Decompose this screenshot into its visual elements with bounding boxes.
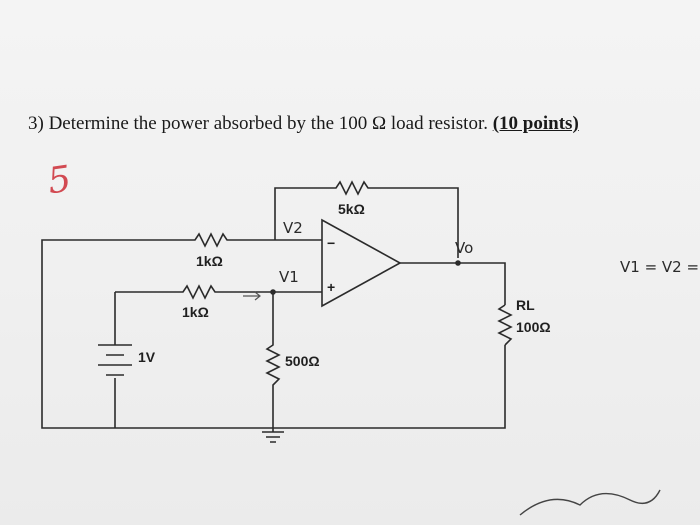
question-points: (10 points) <box>492 113 579 134</box>
handwritten-arrow-icon <box>243 291 261 301</box>
wire-output <box>400 262 506 305</box>
label-5k: 5kΩ <box>338 201 365 217</box>
label-1k-top: 1kΩ <box>196 253 223 269</box>
note-equation: V1 = V2 = <box>620 258 699 276</box>
question-number: 3) <box>28 113 44 134</box>
node-vo-dot <box>455 260 461 266</box>
handwritten-scribble-icon <box>519 489 661 516</box>
label-rl-value: 100Ω <box>516 319 551 335</box>
note-vo: Vo <box>455 239 473 257</box>
question-text: 3) Determine the power absorbed by the 1… <box>28 113 579 135</box>
label-500: 500Ω <box>285 353 320 369</box>
label-source: 1V <box>138 349 156 365</box>
resistor-1k-bottom <box>115 284 322 300</box>
node-v1-dot <box>270 289 276 295</box>
question-prompt: Determine the power absorbed by the 100 … <box>48 113 488 134</box>
label-1k-bottom: 1kΩ <box>182 304 209 320</box>
resistor-1k-top <box>175 232 322 248</box>
label-rl-name: RL <box>516 297 535 313</box>
op-amp-minus: − <box>327 235 335 251</box>
ground-icon <box>262 431 284 443</box>
note-v2: V2 <box>283 219 303 237</box>
resistor-500 <box>265 292 281 432</box>
op-amp-triangle <box>321 218 402 308</box>
op-amp-plus: + <box>327 279 335 295</box>
battery-icon <box>98 344 132 376</box>
wire-outer-loop <box>41 239 506 429</box>
wire-feedback <box>274 180 459 258</box>
resistor-rl <box>497 304 513 346</box>
note-v1: V1 <box>279 268 299 286</box>
